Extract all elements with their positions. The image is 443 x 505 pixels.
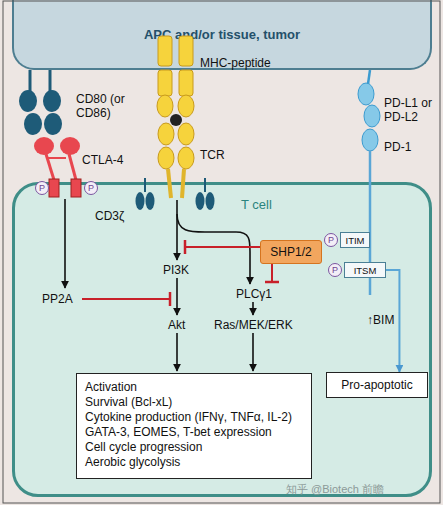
cd80-domain [44,113,62,135]
node-text: ITIM [346,235,365,246]
ctla4-domain [60,137,80,155]
molecule-label: Ras/MEK/ERK [214,318,304,332]
cd3-stem [204,178,206,192]
inhibition-line [82,298,170,300]
cd80-stem [29,70,32,92]
pdl1-domain [358,83,374,105]
molecule-label: PI3K [163,263,203,277]
pdl1-stem [368,70,370,84]
cd80-stem [49,70,52,92]
t-cell: T cellPPPITIMSHP1/2PITSMActivationSurviv… [12,182,432,497]
ctla4-tail [71,179,81,197]
molecule-label: MHC-peptide [200,56,290,70]
mhc-domain [178,95,194,117]
mhc-domain [158,70,172,96]
akt-arrow [176,333,178,371]
molecule-label: PP2A [42,292,82,306]
node-text: Cell cycle progression [85,440,303,455]
tcr-domain [178,147,194,169]
peptide [170,114,182,126]
phospho-circle: P [35,181,49,195]
ctla4-arrow [64,199,66,288]
outcome-heading: Activation [85,380,303,395]
pi3k-arrow [176,278,178,315]
inhibition-bar [265,281,279,284]
ras-arrow [252,333,254,371]
cd80-domain [24,113,42,135]
molecule-label: PD-1 [384,140,424,154]
mhc-domain [179,36,193,66]
node-text: Aerobic glycolysis [85,455,303,470]
node-text: GATA-3, EOMES, T-bet expression [85,425,303,440]
cd3-domain [146,192,155,210]
signal-connector [386,270,399,372]
node-text: SHP1/2 [270,245,311,259]
cd80-domain [43,90,61,112]
motif-box: ITSM [344,262,386,278]
pd1-stem [369,151,372,295]
node-text: T cell [241,197,272,212]
tcr-domain [158,123,174,145]
cd80-domain [19,90,37,112]
phospho-circle: P [328,263,342,277]
node-text: P [332,265,338,275]
inhibition-line [185,246,260,248]
mhc-domain [158,36,172,66]
motif-box: ITIM [340,232,370,248]
inhibition-bar [169,292,172,306]
ctla4-tail [49,179,59,197]
ctla4-stem [46,154,54,180]
pd1-domain [362,129,378,151]
outcome-box: ActivationSurvival (Bcl-xL)Cytokine prod… [76,373,312,479]
node-text: P [88,183,94,193]
phospho-circle: P [324,233,338,247]
node-text: P [328,235,334,245]
node-text: ITSM [354,265,377,276]
plc-arrow [252,302,254,315]
molecule-label: CD80 (or CD86) [76,92,132,120]
tcr-stem [168,169,171,198]
outcome-box: Pro-apoptotic [326,372,428,398]
cd3-domain [196,192,205,210]
molecule-label: PLCγ1 [236,287,281,301]
node-text: Cytokine production (IFNγ, TNFα, IL-2) [85,410,303,425]
cd3-stem [144,178,146,192]
cd3-domain [136,192,145,210]
pdl1-domain [364,105,380,127]
inhibition-line [271,264,273,282]
tcr-stem [182,169,184,198]
tcr-domain [178,123,194,145]
tcr-arrow [176,200,178,260]
molecule-label: PD-L1 or PD-L2 [384,96,436,124]
molecule-label: TCR [200,148,240,162]
phosphatase-box: SHP1/2 [260,240,322,264]
node-text: APC and/or tissue, tumor [144,27,300,42]
molecule-label: CD3ζ [95,209,135,223]
inhibition-bar [184,240,187,254]
tcr-domain [158,147,174,169]
node-text: Pro-apoptotic [341,378,412,392]
molecule-label: CTLA-4 [82,153,142,167]
watermark: 知乎 @Biotech 前瞻 [286,482,436,496]
mhc-domain [157,95,173,117]
phospho-circle: P [84,181,98,195]
node-text: P [39,183,45,193]
molecule-label: Akt [168,318,198,332]
edge-label: ↑BIM [367,313,394,327]
ctla4-domain [34,137,54,155]
figure-frame [3,1,440,503]
ctla4-stem [69,154,76,180]
branch-arrow [177,214,250,284]
ctla4-dimer-bond [48,157,66,159]
mhc-domain [179,70,193,96]
cd3-domain [206,192,215,210]
node-text: Survival (Bcl-xL) [85,395,303,410]
